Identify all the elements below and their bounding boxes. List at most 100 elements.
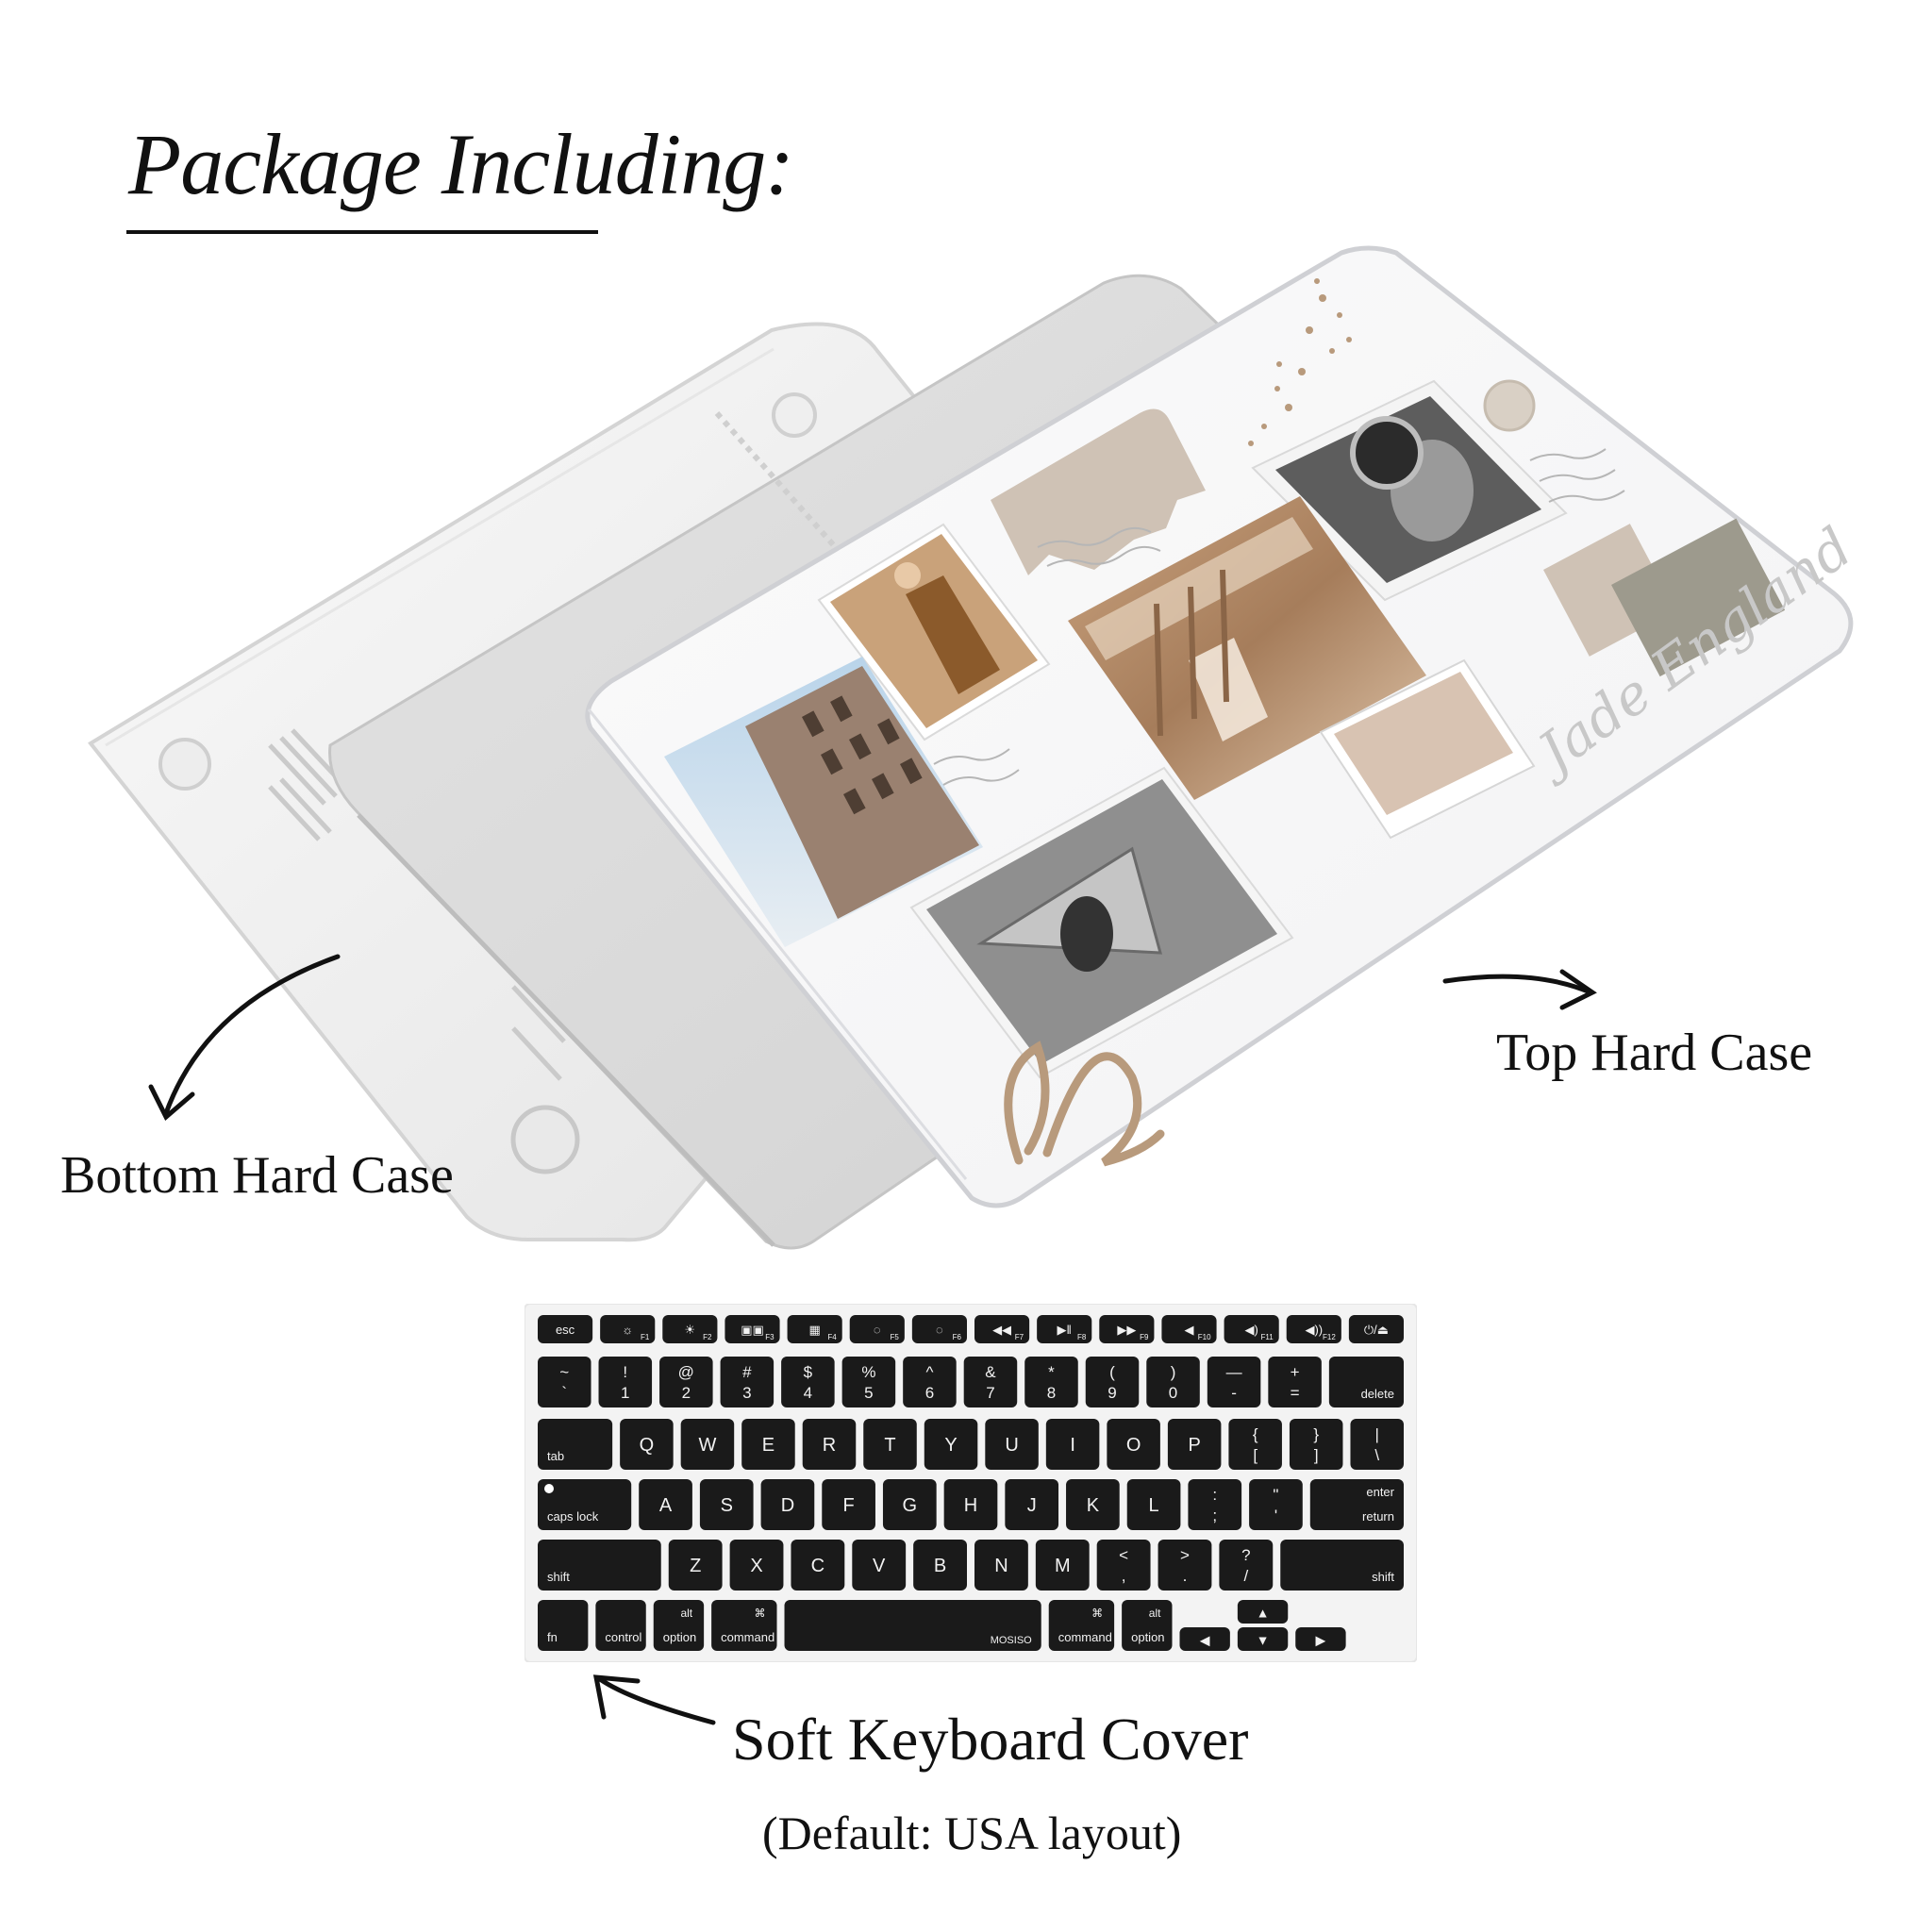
key-1-1 bbox=[598, 1357, 653, 1407]
key-legend: Y bbox=[944, 1435, 957, 1456]
key-1-9 bbox=[1085, 1357, 1140, 1407]
key-legend: ^ bbox=[925, 1363, 933, 1381]
arrow-top-case bbox=[1442, 974, 1593, 995]
key-0-12 bbox=[1286, 1315, 1341, 1343]
key-legend: 5 bbox=[864, 1384, 873, 1402]
key-legend: command bbox=[1058, 1630, 1112, 1644]
key-legend: 1 bbox=[621, 1384, 629, 1402]
key-legend: ▶▶ bbox=[1117, 1323, 1136, 1337]
taupe-square bbox=[1611, 518, 1786, 677]
key-legend: ☼ bbox=[622, 1323, 633, 1337]
key-legend: | bbox=[1375, 1425, 1379, 1443]
keyboard-keys: esc☼F1☀F2▣▣F3▦F4◌F5◌F6◀◀F7▶‖F8▶▶F9◀F10◀)… bbox=[538, 1315, 1404, 1651]
key-2-8 bbox=[1045, 1419, 1100, 1470]
key-legend: > bbox=[1180, 1546, 1190, 1564]
key-5-0 bbox=[538, 1600, 589, 1651]
key-legend: D bbox=[781, 1495, 794, 1516]
key-legend: option bbox=[663, 1630, 696, 1644]
arrows bbox=[148, 954, 1597, 1725]
key-0-1 bbox=[600, 1315, 656, 1343]
key-arrow-down bbox=[1237, 1627, 1289, 1651]
label-keyboard-note: (Default: USA layout) bbox=[762, 1807, 1182, 1859]
key-legend: } bbox=[1313, 1425, 1319, 1443]
key-legend: X bbox=[750, 1556, 762, 1576]
key-legend: ` bbox=[561, 1384, 567, 1402]
rubber-foot bbox=[510, 1105, 580, 1174]
key-1-2 bbox=[659, 1357, 713, 1407]
key-4-2 bbox=[729, 1540, 784, 1591]
label-keyboard-cover: Soft Keyboard Cover bbox=[732, 1706, 1249, 1773]
key-0-6 bbox=[911, 1315, 967, 1343]
key-4-0 bbox=[538, 1540, 661, 1591]
key-arrow-up bbox=[1237, 1600, 1289, 1624]
key-3-9 bbox=[1126, 1479, 1181, 1530]
key-legend: 6 bbox=[925, 1384, 934, 1402]
key-legend: F4 bbox=[827, 1333, 837, 1341]
key-legend: F11 bbox=[1261, 1333, 1274, 1341]
key-legend: 8 bbox=[1047, 1384, 1056, 1402]
key-legend: L bbox=[1149, 1495, 1159, 1516]
arrow-head bbox=[592, 1674, 641, 1720]
key-legend: Q bbox=[640, 1435, 655, 1456]
key-legend: ▲ bbox=[1257, 1606, 1270, 1621]
key-legend: = bbox=[1291, 1384, 1300, 1402]
key-legend: T bbox=[884, 1435, 895, 1456]
key-legend: ▶‖ bbox=[1058, 1323, 1072, 1337]
key-2-7 bbox=[985, 1419, 1039, 1470]
key-legend: % bbox=[861, 1363, 875, 1381]
key-legend: ⏻/⏏ bbox=[1364, 1323, 1389, 1337]
key-legend: ! bbox=[623, 1363, 627, 1381]
key-legend: 2 bbox=[682, 1384, 691, 1402]
key-legend: N bbox=[994, 1556, 1008, 1576]
rubber-foot bbox=[772, 392, 817, 438]
key-legend: B bbox=[934, 1556, 946, 1576]
key-legend: MOSISO bbox=[991, 1635, 1032, 1646]
page-title: Package Including: bbox=[128, 116, 794, 212]
key-legend: shift bbox=[547, 1570, 570, 1584]
key-legend: + bbox=[1291, 1363, 1300, 1381]
key-legend: ⌘ bbox=[755, 1607, 766, 1620]
key-1-4 bbox=[781, 1357, 835, 1407]
key-legend: F10 bbox=[1198, 1333, 1211, 1341]
key-legend: option bbox=[1131, 1630, 1164, 1644]
photo-fountain bbox=[1068, 496, 1426, 800]
key-legend: P bbox=[1188, 1435, 1200, 1456]
key-legend: U bbox=[1005, 1435, 1018, 1456]
key-0-0 bbox=[538, 1315, 593, 1343]
key-2-1 bbox=[620, 1419, 674, 1470]
label-top-case: Top Hard Case bbox=[1496, 1024, 1813, 1082]
key-legend: O bbox=[1126, 1435, 1141, 1456]
key-legend: ◀ bbox=[1200, 1633, 1210, 1648]
key-legend: ▣▣ bbox=[741, 1323, 764, 1337]
key-4-9 bbox=[1158, 1540, 1212, 1591]
key-legend: : bbox=[1212, 1486, 1217, 1504]
key-4-11 bbox=[1280, 1540, 1404, 1591]
key-5-1 bbox=[595, 1600, 646, 1651]
key-3-7 bbox=[1005, 1479, 1059, 1530]
key-2-10 bbox=[1167, 1419, 1222, 1470]
key-legend: F3 bbox=[765, 1333, 774, 1341]
key-3-10 bbox=[1188, 1479, 1242, 1530]
key-0-8 bbox=[1037, 1315, 1092, 1343]
key-0-7 bbox=[974, 1315, 1030, 1343]
key-legend: ◌ bbox=[874, 1323, 881, 1337]
key-4-3 bbox=[791, 1540, 845, 1591]
key-legend: ◀) bbox=[1244, 1323, 1257, 1337]
key-legend: enter bbox=[1366, 1485, 1394, 1499]
key-4-8 bbox=[1096, 1540, 1151, 1591]
key-2-6 bbox=[924, 1419, 978, 1470]
key-3-3 bbox=[760, 1479, 815, 1530]
key-legend: \ bbox=[1374, 1446, 1379, 1464]
key-legend: ' bbox=[1274, 1507, 1277, 1524]
key-legend: { bbox=[1253, 1425, 1258, 1443]
key-legend: < bbox=[1119, 1546, 1128, 1564]
key-legend: ) bbox=[1171, 1363, 1176, 1381]
key-3-12 bbox=[1309, 1479, 1404, 1530]
key-1-12 bbox=[1268, 1357, 1322, 1407]
key-legend: Z bbox=[690, 1556, 701, 1576]
key-legend: F6 bbox=[953, 1333, 962, 1341]
key-1-3 bbox=[720, 1357, 774, 1407]
photo-polaroid bbox=[1319, 658, 1536, 840]
key-legend: R bbox=[823, 1435, 836, 1456]
key-0-11 bbox=[1224, 1315, 1279, 1343]
